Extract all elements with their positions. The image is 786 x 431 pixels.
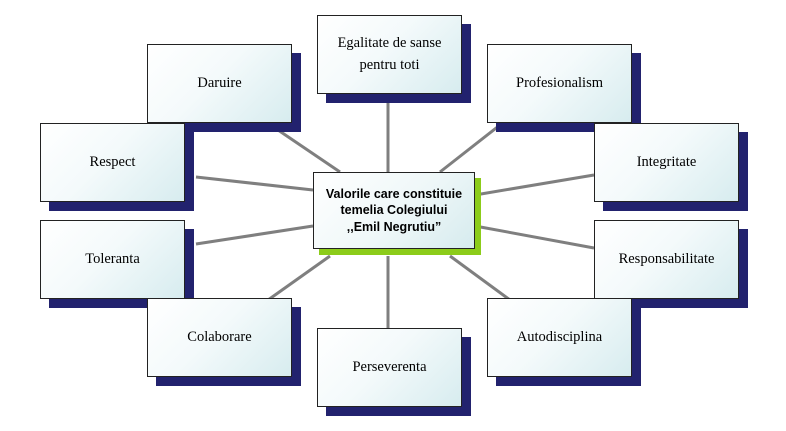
node-egalitate-line2: pentru toti [359,56,420,73]
connector-responsabilitate [474,224,595,250]
connector-daruire [277,128,341,174]
connector-colaborare [267,254,331,302]
node-autodisciplina-label: Autodisciplina [516,328,603,345]
node-colaborare-label: Colaborare [187,328,252,345]
node-profesionalism-label: Profesionalism [516,74,603,91]
node-autodisciplina: Autodisciplina [487,298,632,377]
center-line1: Valorile care constituie [325,187,463,202]
node-colaborare: Colaborare [147,298,292,377]
center-line3: ,,Emil Negrutiu” [346,219,442,234]
connector-autodisciplina [449,254,511,302]
connector-profesionalism [439,123,501,174]
node-daruire-label: Daruire [197,74,242,91]
node-egalitate: Egalitate de sanse pentru toti [317,15,462,94]
node-respect: Respect [40,123,185,202]
node-integritate: Integritate [594,123,739,202]
node-integritate-label: Integritate [636,153,697,170]
connector-respect [195,175,314,192]
node-perseverenta: Perseverenta [317,328,462,407]
node-respect-label: Respect [89,153,136,170]
node-daruire: Daruire [147,44,292,123]
node-toleranta: Toleranta [40,220,185,299]
connector-integritate [474,173,595,197]
node-profesionalism: Profesionalism [487,44,632,123]
node-toleranta-label: Toleranta [85,250,140,267]
node-responsabilitate-label: Responsabilitate [618,250,715,267]
center-line2: temelia Colegiului [340,203,448,218]
connector-toleranta [195,224,314,246]
node-egalitate-line1: Egalitate de sanse [337,35,442,52]
node-perseverenta-label: Perseverenta [352,358,427,375]
center-node: Valorile care constituie temelia Colegiu… [313,172,475,249]
node-responsabilitate: Responsabilitate [594,220,739,299]
